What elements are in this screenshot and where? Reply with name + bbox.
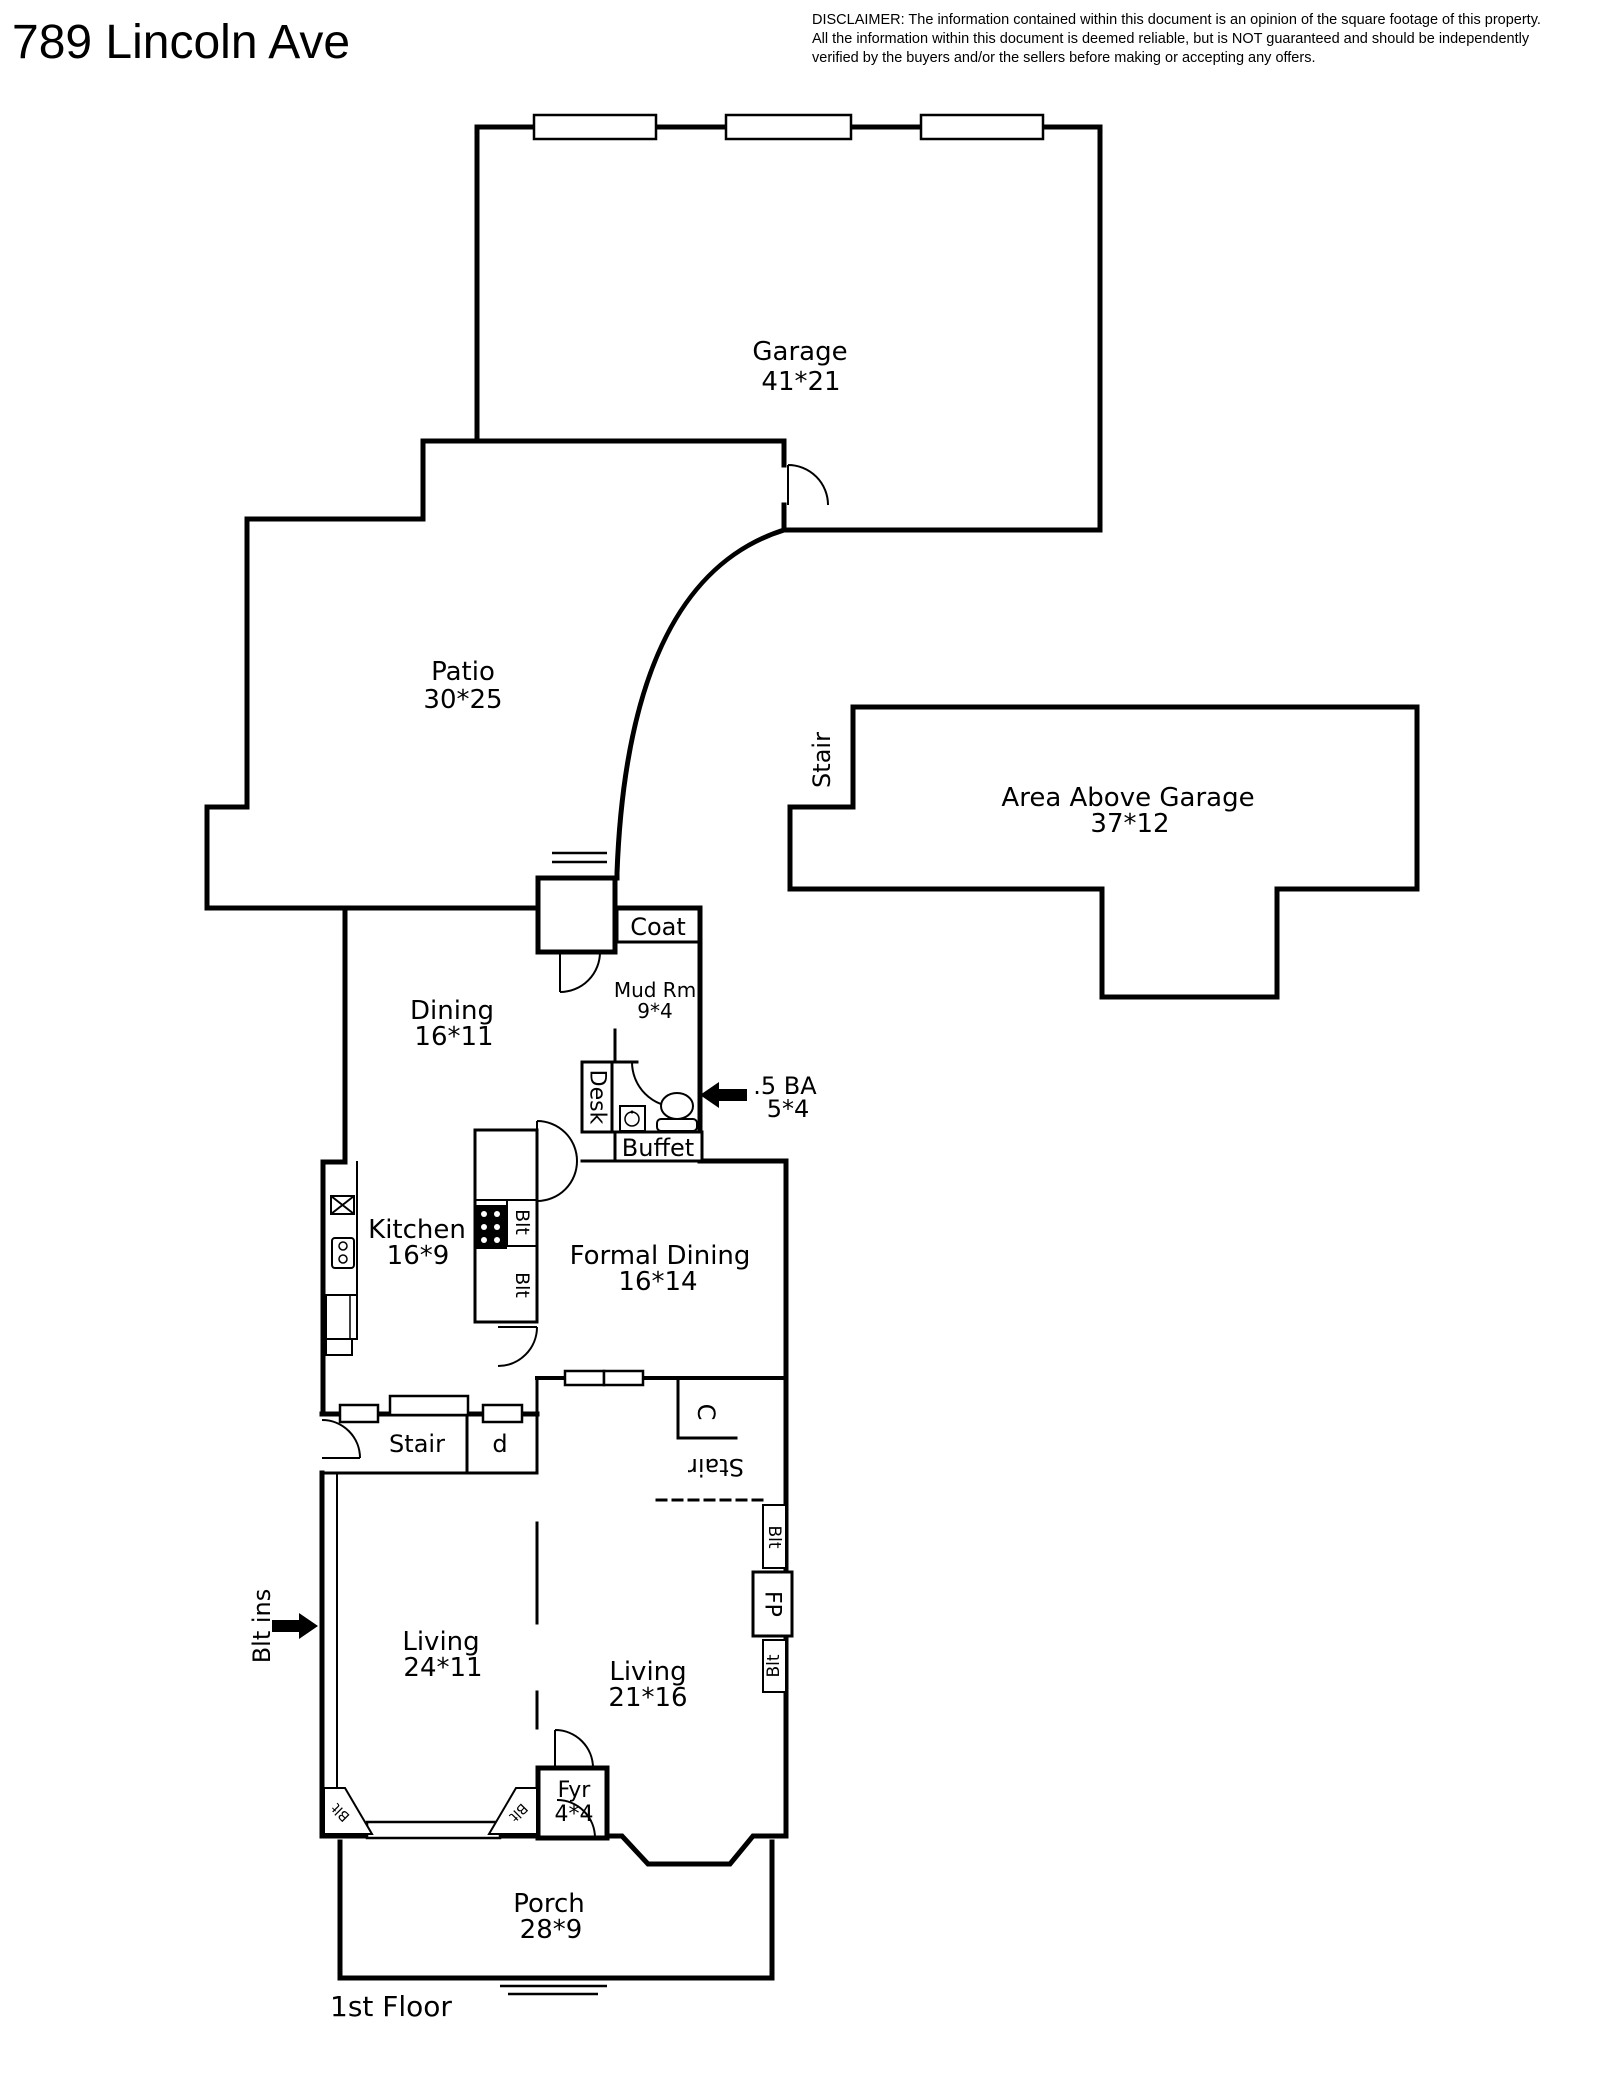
fridge-icon [325,1294,358,1340]
range-icon [331,1237,355,1269]
window [602,1369,645,1387]
living-right-dims: 21*16 [608,1683,687,1713]
wall-area-above-garage [787,704,1420,1000]
window [365,1820,502,1840]
pantry-label: d [492,1430,507,1458]
blt-ins-label: Blt ins [248,1589,276,1664]
blt-kitchen-lower-label: Blt [511,1272,533,1298]
door-arc-vestibule [559,951,601,993]
door-arc-foyer-living [554,1729,594,1769]
wall-coat-closet [615,906,702,944]
doors [321,464,829,1839]
kitchen-dims: 16*9 [387,1241,450,1271]
disclaimer-line: verified by the buyers and/or the seller… [812,50,1315,66]
patio-label: Patio [431,657,495,687]
disclaimer-line: DISCLAIMER: The information contained wi… [812,12,1541,28]
sink-icon [619,1105,646,1132]
window [563,1369,606,1387]
door-arc-garage [787,464,829,506]
half-bath-label: .5 BA [753,1072,817,1100]
foyer-dims: 4*4 [555,1802,594,1827]
kitchen-label: Kitchen [368,1215,466,1245]
fixtures [325,1092,698,1356]
disclaimer: DISCLAIMER: The information contained wi… [812,12,1541,66]
fireplace-label: FP [760,1591,785,1617]
patio-dims: 30*25 [423,685,502,715]
wall-curved-breezeway [614,526,788,881]
cabinetry [323,1060,794,1835]
room-labels: Garage 41*21 Patio 30*25 Area Above Gara… [330,337,1255,2023]
stair-main-label: Stair [389,1430,445,1458]
interior-walls [320,906,765,1791]
windows [338,113,1045,1840]
stair-garage-label: Stair [808,732,836,788]
stair-living-label: Stair [688,1453,744,1481]
half-bath-dims: 5*4 [767,1095,810,1123]
garage-label: Garage [752,337,847,367]
mud-room-label: Mud Rm [614,978,696,1002]
porch-dims: 28*9 [520,1915,583,1945]
dining-dims: 16*11 [414,1022,493,1052]
buffet-label: Buffet [622,1134,694,1162]
mud-room-dims: 9*4 [637,999,672,1023]
window [532,113,658,141]
foyer-label: Fyr [558,1778,592,1803]
wall-porch [337,1839,775,1981]
window [481,1403,524,1424]
header: 789 Lincoln Ave DISCLAIMER: The informat… [12,12,1541,69]
fireplace-box [751,1570,794,1638]
steps [500,851,607,1996]
window [919,113,1045,141]
wall-garage [204,124,1103,911]
wall-stair-enclosure [320,1412,539,1475]
desk-box [580,1060,614,1134]
page-title: 789 Lincoln Ave [12,16,350,69]
closet-c-label: C [692,1404,720,1421]
wall-closet-c [676,1376,738,1440]
window [724,113,853,141]
living-left-label: Living [402,1627,479,1657]
door-arc-kitchen [497,1326,538,1367]
bay-window [388,1394,470,1417]
door-arc-foyer-porch [556,1799,596,1839]
feature-labels: Stair Coat Desk Buffet Blt Blt Stair d C… [248,732,836,1825]
disclaimer-line: All the information within this document… [812,31,1530,47]
formal-dining-label: Formal Dining [570,1241,751,1271]
area-above-garage-dims: 37*12 [1090,809,1169,839]
window [338,1403,380,1424]
x-box-icon [330,1195,355,1215]
door-arc-formal-dining [536,1120,578,1202]
porch-label: Porch [513,1889,585,1919]
living-left-dims: 24*11 [403,1653,482,1683]
dining-label: Dining [410,996,494,1026]
garage-dims: 41*21 [761,367,840,397]
built-in-right-upper [762,1504,787,1569]
door-arc-stair [321,1419,361,1459]
coat-label: Coat [630,913,686,941]
desk-label: Desk [585,1070,610,1125]
formal-dining-dims: 16*14 [618,1267,697,1297]
buffet-recess [613,1130,704,1163]
porch-steps-icon [500,1984,607,1996]
floor-label: 1st Floor [330,1990,452,2023]
corner-cabinet-right [487,1787,538,1835]
entry-vestibule [535,875,618,955]
blt-right-upper-label: Blt [764,1525,784,1548]
built-in-right-lower [762,1639,787,1693]
blt-right-lower-label: Blt [764,1654,784,1677]
counter-box [325,1338,353,1356]
right-arrow-icon [272,1613,318,1639]
exterior-walls [204,124,1420,1981]
blt-kitchen-upper-label: Blt [511,1209,533,1235]
living-right-label: Living [609,1657,686,1687]
patio-steps-icon [552,851,607,864]
corner-cabinet-left [323,1787,374,1835]
area-above-garage-label: Area Above Garage [1001,783,1254,813]
toilet-icon [656,1092,698,1132]
annotation-arrows [272,1082,747,1639]
cooktop-icon [475,1205,507,1249]
left-arrow-icon [700,1082,747,1108]
